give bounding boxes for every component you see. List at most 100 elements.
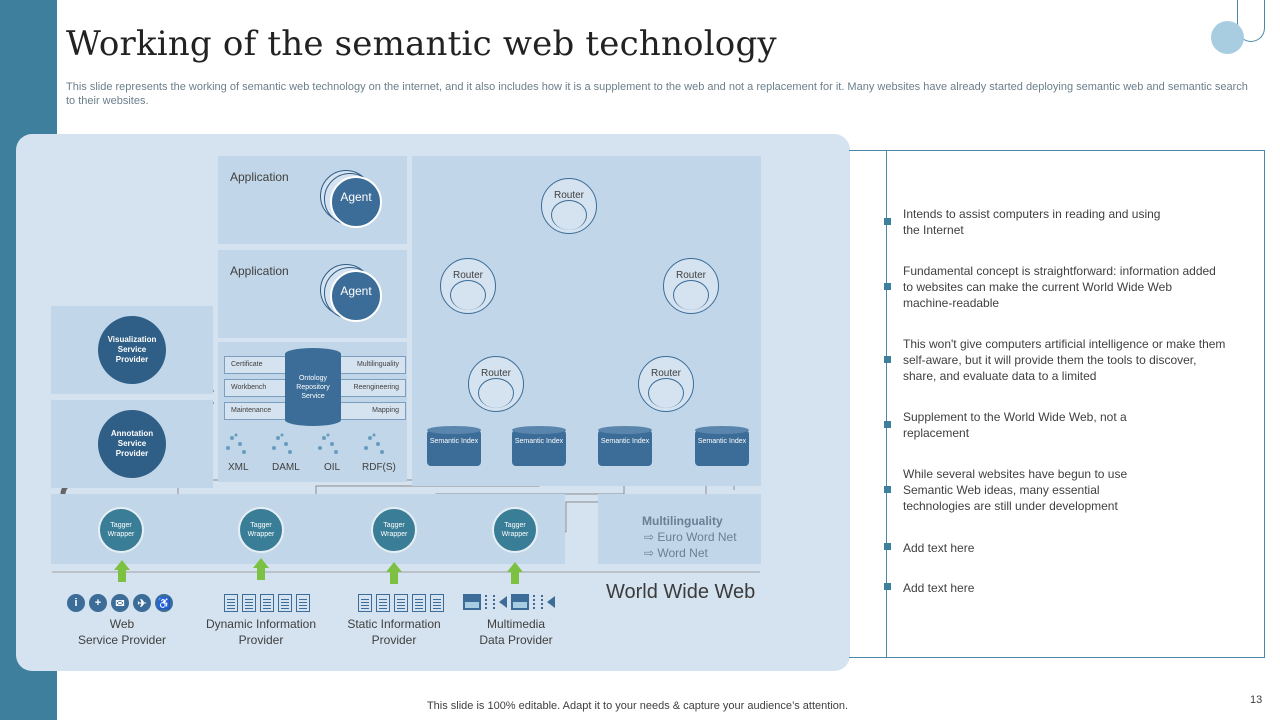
slide-footer: This slide is 100% editable. Adapt it to… [426,700,849,712]
semantic-index-2: Semantic Index [512,426,566,466]
world-wide-web-label: World Wide Web [606,581,756,603]
decorative-circle [1211,21,1244,54]
router-bottom-left: Router [468,356,528,416]
multilinguality-title: Multilinguality [642,514,723,528]
document-icon [242,594,256,612]
document-icon [394,594,408,612]
image-icon [463,594,481,610]
lang-xml: XML [228,462,249,473]
info-icon: i [67,594,85,612]
document-icon [224,594,238,612]
router-label: Router [480,368,511,379]
tagger-wrapper-2: Tagger Wrapper [238,507,284,553]
provider-multimedia: Multimedia Data Provider [479,617,553,647]
up-arrow-3 [386,562,402,584]
film-icon [485,595,495,609]
provider-web-service: Web Service Provider [77,617,167,647]
document-icon [376,594,390,612]
agent-label: Agent [340,190,372,204]
agent-2: Agent [320,264,382,326]
bullet-marker [884,583,891,590]
slide-title: Working of the semantic web technology [66,24,777,64]
agent-label: Agent [340,284,372,298]
tag-workbench: Workbench [224,379,290,397]
provider-static-info: Static Information Provider [347,617,441,647]
router-inner-arc [673,280,709,310]
speaker-icon [547,596,555,608]
bullet-text-6: Add text here [903,541,975,555]
plane-icon: ✈ [133,594,151,612]
dynamic-docs-icons [224,594,310,612]
tagger-wrapper-3: Tagger Wrapper [371,507,417,553]
bullet-text-4: Supplement to the World Wide Web, not a … [903,410,1127,440]
bullet-text-2: Fundamental concept is straightforward: … [903,264,1216,310]
lang-daml: DAML [272,462,300,473]
agent-1: Agent [320,170,382,232]
agent-core [330,270,382,322]
application-label-1: Application [230,170,289,184]
router-right: Router [663,258,723,318]
document-icon [278,594,292,612]
document-icon [358,594,372,612]
tag-maintenance: Maintenance [224,402,290,420]
multimedia-icons [463,594,555,610]
ontology-repository-label: Ontology Repository Service [296,375,330,400]
page-number: 13 [1250,694,1263,706]
router-top: Router [541,178,601,238]
router-inner-arc [648,378,684,408]
router-inner-arc [478,378,514,408]
tag-mapping: Mapping [340,402,406,420]
provider-dynamic-info: Dynamic Information Provider [205,617,317,647]
bullet-text-1: Intends to assist computers in reading a… [903,207,1161,237]
up-arrow-2 [253,558,269,580]
router-label: Router [553,190,584,201]
tagger-wrapper-1: Tagger Wrapper [98,507,144,553]
tag-multilinguality: Multilinguality [340,356,406,374]
document-icon [412,594,426,612]
decorative-hook-line [1237,0,1265,42]
document-icon [296,594,310,612]
molecule-icons [226,433,384,454]
bullet-text-3: This won't give computers artificial int… [903,337,1226,383]
mail-icon: ✉ [111,594,129,612]
bullet-panel [849,150,1265,658]
tagger-wrapper-4: Tagger Wrapper [492,507,538,553]
router-inner-arc [551,200,587,230]
application-label-2: Application [230,264,289,278]
visualization-service-provider: Visualization Service Provider [98,316,166,384]
annotation-service-provider: Annotation Service Provider [98,410,166,478]
router-left: Router [440,258,500,318]
lang-rdfs: RDF(S) [362,462,396,473]
image-icon [511,594,529,610]
bullet-text-5: While several websites have begun to use… [903,467,1128,513]
slide-subtitle: This slide represents the working of sem… [66,81,1248,107]
agent-core [330,176,382,228]
multilinguality-item: ⇨ Euro Word Net [644,530,737,544]
film-icon [533,595,543,609]
ontology-repository-cylinder [285,348,341,426]
bullet-marker [884,543,891,550]
bullet-marker [884,356,891,363]
bullet-marker [884,486,891,493]
router-inner-arc [450,280,486,310]
document-icon [260,594,274,612]
bullet-panel-vertical-line [886,150,887,658]
bullet-marker [884,421,891,428]
static-docs-icons [358,594,444,612]
semantic-index-3: Semantic Index [598,426,652,466]
up-arrow-1 [114,560,130,582]
plus-icon: + [89,594,107,612]
semantic-web-diagram: Application Agent Application Agent Cert… [16,134,850,671]
tag-reengineering: Reengineering [340,379,406,397]
semantic-index-1: Semantic Index [427,426,481,466]
multilinguality-box [598,494,761,564]
wheelchair-icon: ♿ [155,594,173,612]
router-label: Router [675,270,706,281]
web-service-icons: i + ✉ ✈ ♿ [67,594,173,612]
speaker-icon [499,596,507,608]
semantic-index-4: Semantic Index [695,426,749,466]
lang-oil: OIL [324,462,341,473]
bullet-marker [884,218,891,225]
router-label: Router [452,270,483,281]
up-arrow-4 [507,562,523,584]
